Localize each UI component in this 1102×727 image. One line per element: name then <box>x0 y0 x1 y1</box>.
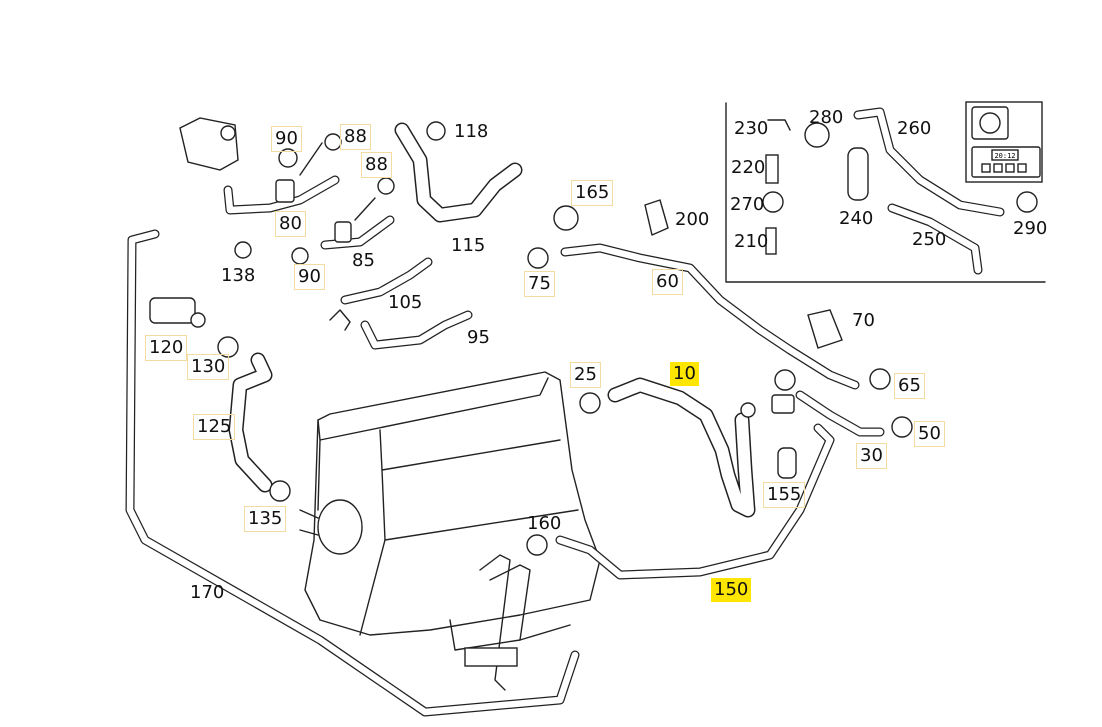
part-label-88-top[interactable]: 88 <box>340 124 371 150</box>
part-label-130[interactable]: 130 <box>186 354 230 380</box>
part-label-230[interactable]: 230 <box>734 118 769 139</box>
hose-60 <box>560 243 860 390</box>
part-label-88-lower[interactable]: 88 <box>361 152 392 178</box>
part-label-95[interactable]: 95 <box>467 327 490 348</box>
part-label-200[interactable]: 200 <box>675 209 710 230</box>
hose-115 <box>394 122 523 223</box>
tee-fitting <box>740 369 796 418</box>
pipe-assembly <box>464 554 531 691</box>
part-label-125[interactable]: 125 <box>192 414 236 440</box>
part-label-210[interactable]: 210 <box>734 231 769 252</box>
part-label-120[interactable]: 120 <box>144 335 188 361</box>
part-label-290[interactable]: 290 <box>1013 218 1048 239</box>
part-label-90-top[interactable]: 90 <box>271 126 302 152</box>
inset-panel <box>725 101 1046 283</box>
part-label-250[interactable]: 250 <box>912 229 947 250</box>
part-label-60[interactable]: 60 <box>652 269 683 295</box>
part-label-25[interactable]: 25 <box>570 362 601 388</box>
part-label-115[interactable]: 115 <box>451 235 486 256</box>
part-label-90-lower[interactable]: 90 <box>294 264 325 290</box>
part-label-165[interactable]: 165 <box>570 180 614 206</box>
part-label-50[interactable]: 50 <box>914 421 945 447</box>
part-label-150[interactable]: 150 <box>711 578 752 602</box>
part-label-105[interactable]: 105 <box>388 292 423 313</box>
hose-80 <box>223 175 340 215</box>
part-label-170[interactable]: 170 <box>190 582 225 603</box>
bracket-70 <box>807 309 843 349</box>
hose-95 <box>360 310 473 350</box>
part-label-240[interactable]: 240 <box>839 208 874 229</box>
part-label-280[interactable]: 280 <box>809 107 844 128</box>
part-label-155[interactable]: 155 <box>762 482 806 508</box>
part-label-270[interactable]: 270 <box>730 194 765 215</box>
expansion-tank <box>179 117 239 171</box>
pulley <box>299 499 363 555</box>
part-label-85[interactable]: 85 <box>352 250 375 271</box>
hose-85 <box>299 142 395 250</box>
hose-105 <box>329 257 433 331</box>
part-label-135[interactable]: 135 <box>243 506 287 532</box>
part-label-10[interactable]: 10 <box>670 362 699 386</box>
part-label-138[interactable]: 138 <box>221 265 256 286</box>
part-label-70[interactable]: 70 <box>852 310 875 331</box>
part-label-30[interactable]: 30 <box>856 443 887 469</box>
hose-clamps <box>217 121 913 556</box>
part-label-260[interactable]: 260 <box>897 118 932 139</box>
part-label-65[interactable]: 65 <box>894 373 925 399</box>
pipe-170 <box>125 229 580 717</box>
hose-125 <box>228 352 273 493</box>
hose-30 <box>795 390 885 437</box>
part-label-80[interactable]: 80 <box>275 211 306 237</box>
part-label-75[interactable]: 75 <box>524 271 555 297</box>
hose-150 <box>555 423 835 580</box>
valve-120 <box>149 297 206 328</box>
part-label-220[interactable]: 220 <box>731 157 766 178</box>
inset-display-text: 20:12 <box>994 152 1015 160</box>
part-label-160[interactable]: 160 <box>527 513 562 534</box>
hose-10 <box>607 377 756 518</box>
engine-block <box>304 371 601 651</box>
part-label-118[interactable]: 118 <box>454 121 489 142</box>
